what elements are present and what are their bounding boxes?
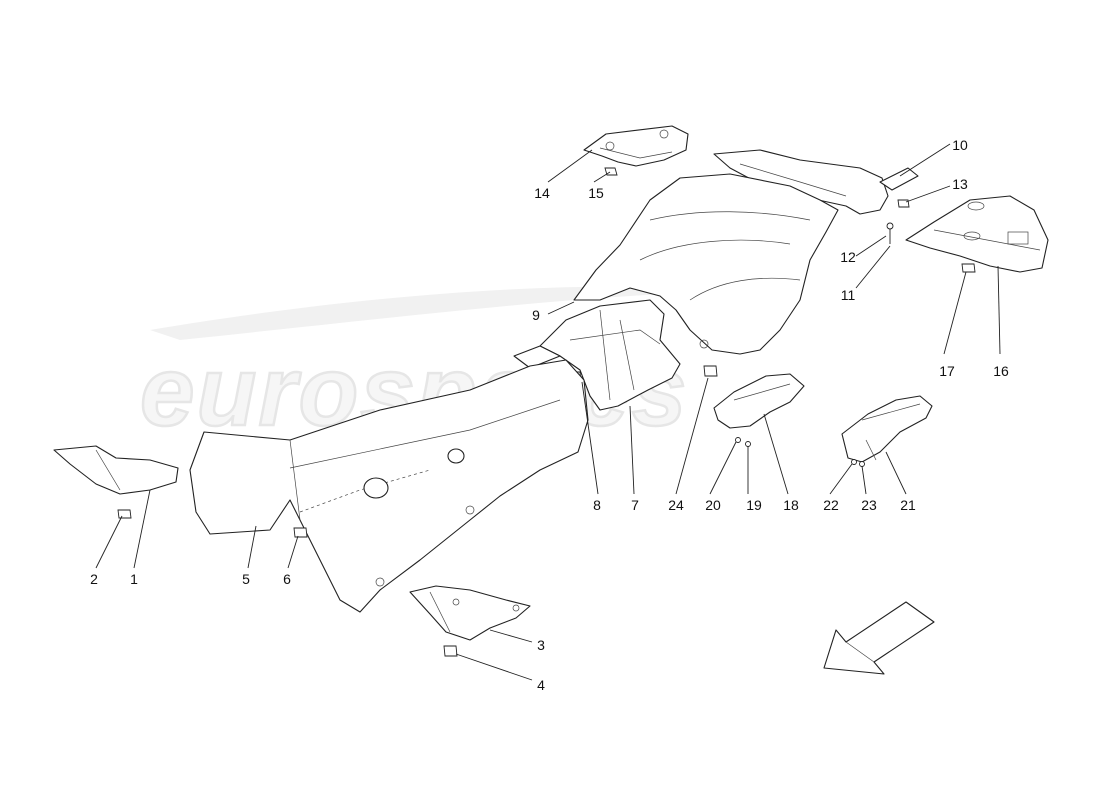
- callout-16: 16: [993, 363, 1009, 379]
- leader-lines: [95, 143, 1001, 681]
- callout-7: 7: [631, 497, 639, 513]
- callout-23: 23: [861, 497, 877, 513]
- part-14-shield[interactable]: [583, 125, 689, 176]
- watermark-swoosh: [150, 286, 760, 340]
- callout-24: 24: [668, 497, 684, 513]
- direction-arrow-icon: [823, 601, 935, 675]
- part-18-bracket[interactable]: [713, 373, 805, 447]
- callout-14: 14: [534, 185, 550, 201]
- callout-5: 5: [242, 571, 250, 587]
- bolt-11-12[interactable]: [886, 222, 894, 244]
- part-9-shield[interactable]: [573, 173, 839, 377]
- callout-6: 6: [283, 571, 291, 587]
- callout-13: 13: [952, 176, 968, 192]
- callout-4: 4: [537, 677, 545, 693]
- callout-3: 3: [537, 637, 545, 653]
- callout-2: 2: [90, 571, 98, 587]
- callout-10: 10: [952, 137, 968, 153]
- callout-20: 20: [705, 497, 721, 513]
- part-1-shield[interactable]: [53, 445, 179, 519]
- callout-8: 8: [593, 497, 601, 513]
- callout-1: 1: [130, 571, 138, 587]
- callout-numbers: 1 2 3 4 5 6 7 8 9 10 11 12 13 14 15 16 1…: [90, 137, 1009, 693]
- part-5-shield[interactable]: [189, 359, 589, 613]
- callout-9: 9: [532, 307, 540, 323]
- callout-12: 12: [840, 249, 856, 265]
- part-3-shield[interactable]: [409, 585, 531, 657]
- callout-19: 19: [746, 497, 762, 513]
- callout-21: 21: [900, 497, 916, 513]
- callout-15: 15: [588, 185, 604, 201]
- callout-17: 17: [939, 363, 955, 379]
- callout-22: 22: [823, 497, 839, 513]
- callout-18: 18: [783, 497, 799, 513]
- part-16-shield[interactable]: [905, 195, 1049, 273]
- part-21-bracket[interactable]: [841, 395, 933, 467]
- callout-11: 11: [841, 287, 856, 303]
